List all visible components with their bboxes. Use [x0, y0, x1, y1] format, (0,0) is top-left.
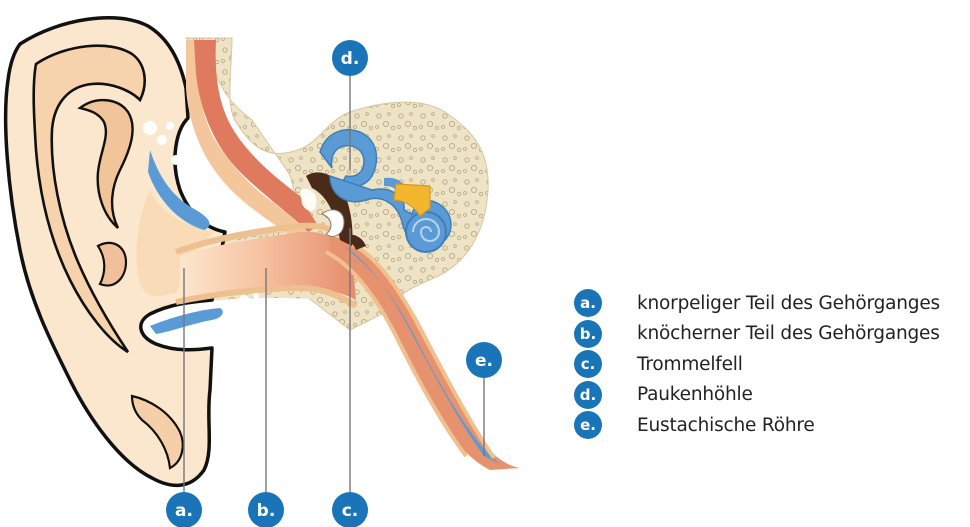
svg-text:e.: e. — [475, 351, 493, 371]
legend-item-d: d. Paukenhöhle — [568, 380, 968, 411]
svg-text:b.: b. — [257, 501, 276, 521]
legend-badge: d. — [574, 381, 602, 409]
legend-item-c: c. Trommelfell — [568, 349, 968, 380]
legend-label: knöcherner Teil des Gehörganges — [637, 323, 940, 344]
legend-label: Eustachische Röhre — [637, 415, 815, 436]
legend-label: Paukenhöhle — [637, 384, 753, 405]
legend-badge: c. — [574, 350, 602, 378]
marker-b: b. — [248, 492, 284, 527]
legend-badge: e. — [574, 411, 602, 439]
legend-label: knorpeliger Teil des Gehörganges — [637, 293, 940, 314]
svg-text:a.: a. — [175, 501, 193, 521]
legend-item-a: a. knorpeliger Teil des Gehörganges — [568, 288, 968, 319]
marker-e: e. — [466, 342, 502, 378]
legend-item-b: b. knöcherner Teil des Gehörganges — [568, 319, 968, 350]
marker-a: a. — [166, 492, 202, 527]
marker-d: d. — [332, 40, 368, 76]
legend: a. knorpeliger Teil des Gehörganges b. k… — [568, 288, 968, 441]
marker-c: c. — [332, 492, 368, 527]
svg-text:d.: d. — [341, 49, 360, 69]
legend-badge: b. — [574, 320, 602, 348]
legend-badge: a. — [574, 289, 602, 317]
svg-text:c.: c. — [342, 501, 359, 521]
legend-item-e: e. Eustachische Röhre — [568, 410, 968, 441]
legend-label: Trommelfell — [637, 354, 743, 375]
